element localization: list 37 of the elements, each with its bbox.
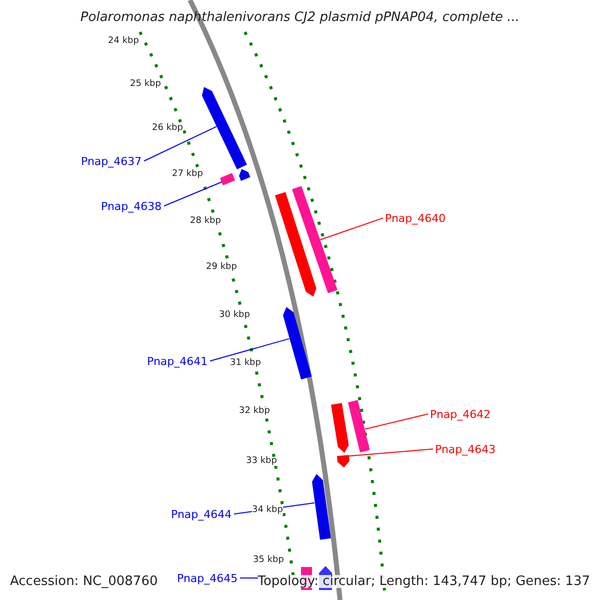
leader-line — [348, 448, 434, 456]
gene-label: Pnap_4640 — [385, 212, 446, 224]
gene-block — [348, 400, 370, 452]
title: Polaromonas naphthalenivorans CJ2 plasmid pPNAP04, complete ... — [79, 11, 521, 24]
leader-line — [320, 218, 384, 240]
leader-line — [210, 338, 290, 362]
scale-label: 35 kbp — [253, 556, 284, 565]
pointed-gene-block — [282, 307, 312, 380]
scale-label: 28 kbp — [190, 217, 221, 226]
scale-label: 29 kbp — [206, 263, 237, 272]
scale-label: 26 kbp — [152, 124, 183, 133]
scale-label: 31 kbp — [230, 359, 261, 368]
scale-label: 33 kbp — [246, 457, 277, 466]
scale-label: 25 kbp — [130, 80, 161, 89]
pointed-gene-block — [202, 87, 247, 170]
leader-line — [144, 126, 218, 162]
accession-text: Accession: NC_008760 — [10, 575, 158, 588]
gene-label: Pnap_4641 — [147, 356, 208, 366]
gene-label: Pnap_4642 — [430, 408, 491, 420]
scale-label: 32 kbp — [239, 407, 270, 416]
pointed-gene-block — [239, 169, 251, 181]
pointed-gene-block — [312, 474, 330, 540]
gene-label: Pnap_4645 — [177, 572, 238, 584]
gene-block — [220, 173, 236, 186]
gene-label: Pnap_4637 — [81, 156, 142, 166]
scale-label: 27 kbp — [172, 170, 203, 179]
scale-label: 30 kbp — [219, 311, 250, 320]
scale-label: 24 kbp — [108, 37, 139, 46]
gene-label: Pnap_4638 — [101, 200, 162, 212]
pointed-gene-block — [274, 192, 316, 297]
gene-label: Pnap_4643 — [435, 444, 496, 454]
leader-line — [164, 181, 222, 206]
gene-block — [292, 186, 338, 294]
summary-text: Topology: circular; Length: 143,747 bp; Genes: 137 — [258, 575, 590, 588]
leader-line — [364, 414, 428, 430]
scale-label: 34 kbp — [252, 506, 283, 515]
gene-label: Pnap_4644 — [171, 508, 232, 520]
